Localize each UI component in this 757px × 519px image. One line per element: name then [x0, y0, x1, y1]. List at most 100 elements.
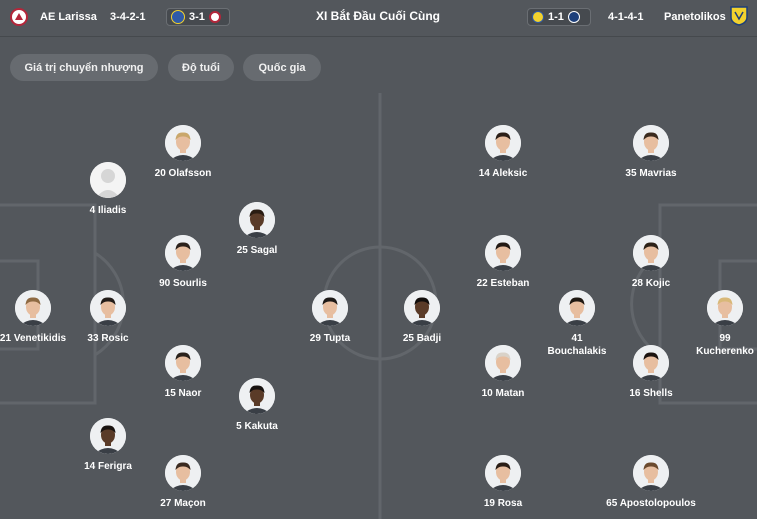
filter-market-value[interactable]: Giá trị chuyển nhượng	[10, 54, 158, 81]
player-portrait-icon	[485, 235, 521, 271]
player-label: 25 Sagal	[236, 245, 278, 256]
player-photo	[485, 455, 521, 491]
home-player[interactable]: 14 Ferigra	[43, 418, 173, 482]
home-player[interactable]: 21 Venetikidis	[0, 290, 98, 354]
player-portrait-icon	[239, 378, 275, 414]
away-player[interactable]: 19 Rosa	[438, 455, 568, 519]
panetolikos-crest-icon	[730, 6, 748, 26]
player-label: 15 Naor	[164, 388, 202, 399]
player-portrait-icon	[312, 290, 348, 326]
page-title: XI Bắt Đầu Cuối Cùng	[316, 9, 440, 23]
player-portrait-icon	[165, 455, 201, 491]
player-label: 99 Kucherenko	[696, 333, 754, 357]
player-portrait-icon	[707, 290, 743, 326]
player-photo	[165, 235, 201, 271]
player-label: 65 Apostolopoulos	[606, 498, 696, 509]
player-portrait-icon	[633, 235, 669, 271]
player-label: 4 Iliadis	[89, 205, 127, 216]
away-player[interactable]: 41 Bouchalakis	[512, 290, 642, 357]
player-photo	[485, 235, 521, 271]
away-player[interactable]: 35 Mavrias	[586, 125, 716, 189]
away-player[interactable]: 10 Matan	[438, 345, 568, 409]
player-label: 10 Matan	[481, 388, 525, 399]
filter-age[interactable]: Độ tuổi	[168, 54, 234, 81]
player-photo	[15, 290, 51, 326]
larissa-mini-crest-icon	[208, 11, 221, 23]
away-last-result: 1-1	[527, 8, 591, 26]
home-last-score: 3-1	[189, 11, 205, 23]
player-portrait-icon	[90, 290, 126, 326]
player-photo	[404, 290, 440, 326]
home-player[interactable]: 20 Olafsson	[118, 125, 248, 189]
player-portrait-icon	[90, 418, 126, 454]
player-label: 14 Ferigra	[84, 461, 132, 472]
home-team-name: AE Larissa	[40, 11, 97, 23]
away-last-score: 1-1	[548, 11, 564, 23]
player-label: 21 Venetikidis	[0, 333, 67, 344]
player-photo	[165, 345, 201, 381]
player-portrait-icon	[239, 202, 275, 238]
player-label: 90 Sourlis	[159, 278, 207, 289]
player-photo	[633, 125, 669, 161]
player-photo	[633, 235, 669, 271]
away-player[interactable]: 16 Shells	[586, 345, 716, 409]
player-portrait-icon	[90, 162, 126, 198]
away-player[interactable]: 65 Apostolopoulos	[586, 455, 716, 519]
player-label: 35 Mavrias	[625, 168, 677, 179]
home-player[interactable]: 5 Kakuta	[192, 378, 322, 442]
player-label: 29 Tupta	[309, 333, 351, 344]
player-photo	[90, 418, 126, 454]
player-label: 19 Rosa	[483, 498, 523, 509]
player-label: 5 Kakuta	[236, 421, 278, 432]
player-photo	[312, 290, 348, 326]
player-label: 14 Aleksic	[478, 168, 528, 179]
player-label: 33 Rosic	[87, 333, 129, 344]
player-label: 28 Kojic	[631, 278, 671, 289]
player-photo	[633, 455, 669, 491]
player-label: 22 Esteban	[476, 278, 530, 289]
player-photo	[165, 125, 201, 161]
home-player[interactable]: 90 Sourlis	[118, 235, 248, 299]
away-player[interactable]: 99 Kucherenko	[660, 290, 757, 357]
home-player[interactable]: 25 Sagal	[192, 202, 322, 266]
player-portrait-icon	[633, 345, 669, 381]
home-player[interactable]: 4 Iliadis	[43, 162, 173, 226]
player-portrait-icon	[485, 345, 521, 381]
opponent-crest-icon	[567, 11, 580, 23]
match-header: AE Larissa 3-4-2-1 3-1 XI Bắt Đầu Cuối C…	[0, 0, 757, 36]
player-portrait-icon	[165, 125, 201, 161]
player-photo	[707, 290, 743, 326]
away-player[interactable]: 28 Kojic	[586, 235, 716, 299]
player-photo	[165, 455, 201, 491]
player-portrait-icon	[485, 125, 521, 161]
pitch: 20 Olafsson 4 Iliadis 25 Sagal 90 Sourli…	[0, 93, 757, 519]
home-player[interactable]: 29 Tupta	[265, 290, 395, 354]
home-player[interactable]: 33 Rosic	[43, 290, 173, 354]
away-player[interactable]: 14 Aleksic	[438, 125, 568, 189]
player-label: 41 Bouchalakis	[547, 333, 607, 357]
player-portrait-icon	[15, 290, 51, 326]
player-label: 25 Badji	[402, 333, 442, 344]
away-player[interactable]: 22 Esteban	[438, 235, 568, 299]
player-photo	[633, 345, 669, 381]
player-photo	[90, 290, 126, 326]
home-formation: 3-4-2-1	[110, 11, 146, 23]
player-photo	[559, 290, 595, 326]
player-portrait-icon	[559, 290, 595, 326]
player-photo	[485, 125, 521, 161]
filter-nationality[interactable]: Quốc gia	[243, 54, 321, 81]
home-player[interactable]: 27 Maçon	[118, 455, 248, 519]
home-last-result: 3-1	[166, 8, 230, 26]
away-player[interactable]: 25 Badji	[357, 290, 487, 354]
player-label: 20 Olafsson	[154, 168, 212, 179]
away-formation: 4-1-4-1	[608, 11, 644, 23]
player-portrait-icon	[633, 455, 669, 491]
panetolikos-mini-crest-icon	[532, 11, 544, 23]
header-divider	[0, 36, 757, 37]
player-label: 27 Maçon	[160, 498, 206, 509]
player-photo	[485, 345, 521, 381]
player-portrait-icon	[633, 125, 669, 161]
opponent-crest-icon	[171, 10, 185, 24]
player-photo	[239, 378, 275, 414]
home-player[interactable]: 15 Naor	[118, 345, 248, 409]
